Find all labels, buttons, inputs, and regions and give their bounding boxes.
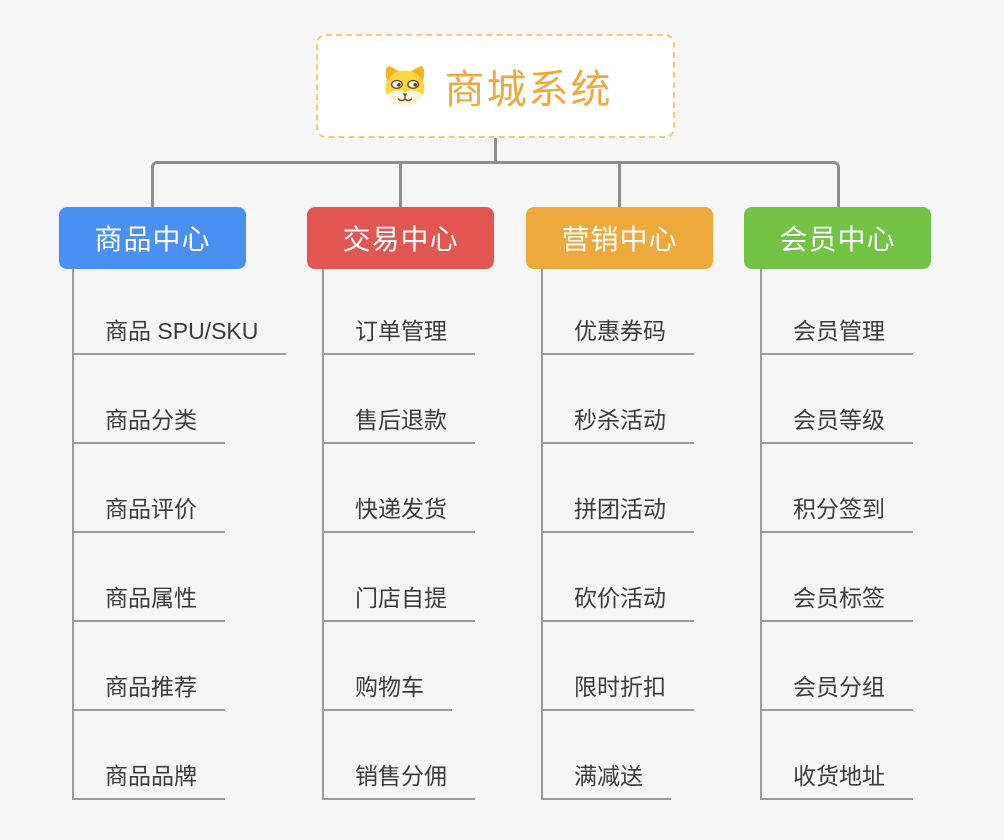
- leaf-node[interactable]: 商品 SPU/SKU: [72, 315, 287, 355]
- children-line-marketing: [541, 269, 543, 800]
- dog-face-icon: [379, 61, 431, 111]
- branch-node-member-center[interactable]: 会员中心: [744, 207, 931, 269]
- leaf-node[interactable]: 商品品牌: [72, 760, 225, 800]
- leaf-node[interactable]: 秒杀活动: [541, 404, 694, 444]
- leaf-node[interactable]: 快递发货: [322, 493, 475, 533]
- leaf-node[interactable]: 商品属性: [72, 582, 225, 622]
- branch-label: 会员中心: [779, 224, 896, 255]
- leaf-node[interactable]: 砍价活动: [541, 582, 694, 622]
- root-title: 商城系统: [444, 68, 613, 112]
- branch-node-product-center[interactable]: 商品中心: [59, 207, 246, 269]
- leaf-node[interactable]: 会员等级: [760, 404, 913, 444]
- connector-root-drop: [494, 137, 497, 163]
- leaf-node[interactable]: 满减送: [541, 760, 671, 800]
- connector-elbow-right: [495, 161, 840, 207]
- leaf-node[interactable]: 拼团活动: [541, 493, 694, 533]
- children-line-trade: [322, 269, 324, 800]
- leaf-node[interactable]: 会员标签: [760, 582, 913, 622]
- leaf-node[interactable]: 门店自提: [322, 582, 475, 622]
- leaf-node[interactable]: 会员分组: [760, 671, 913, 711]
- leaf-node[interactable]: 商品评价: [72, 493, 225, 533]
- leaf-node[interactable]: 购物车: [322, 671, 452, 711]
- leaf-node[interactable]: 订单管理: [322, 315, 475, 355]
- leaf-node[interactable]: 积分签到: [760, 493, 913, 533]
- children-line-product: [72, 269, 74, 800]
- leaf-node[interactable]: 收货地址: [760, 760, 913, 800]
- connector-drop-trade: [399, 162, 402, 207]
- connector-elbow-left: [151, 161, 495, 207]
- connector-drop-marketing: [618, 162, 621, 207]
- branch-label: 交易中心: [342, 224, 459, 255]
- leaf-node[interactable]: 售后退款: [322, 404, 475, 444]
- leaf-node[interactable]: 限时折扣: [541, 671, 694, 711]
- leaf-node[interactable]: 会员管理: [760, 315, 913, 355]
- leaf-node[interactable]: 商品推荐: [72, 671, 225, 711]
- root-node[interactable]: 商城系统: [316, 34, 675, 138]
- branch-label: 营销中心: [561, 224, 678, 255]
- branch-node-trade-center[interactable]: 交易中心: [307, 207, 494, 269]
- children-line-member: [760, 269, 762, 800]
- branch-node-marketing-center[interactable]: 营销中心: [526, 207, 713, 269]
- branch-label: 商品中心: [94, 224, 211, 255]
- leaf-node[interactable]: 优惠券码: [541, 315, 694, 355]
- leaf-node[interactable]: 销售分佣: [322, 760, 475, 800]
- leaf-node[interactable]: 商品分类: [72, 404, 225, 444]
